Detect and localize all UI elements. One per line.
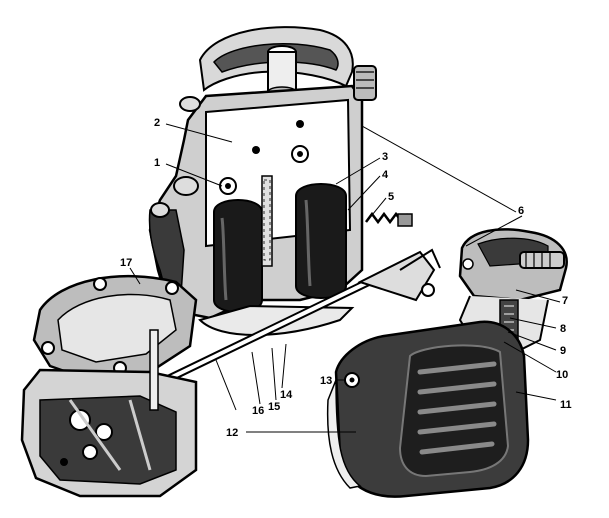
- callout-17: 17: [120, 257, 132, 269]
- callout-16: 16: [252, 405, 264, 417]
- accelerator-pump-housing: [20, 329, 198, 498]
- callout-13: 13: [320, 375, 332, 387]
- callout-labels: 1 2 3 4 5 6 7 8 9 10 11 12 13 14 15 16 1…: [120, 117, 572, 439]
- callout-1: 1: [154, 157, 160, 169]
- callout-7: 7: [562, 295, 568, 307]
- callout-2: 2: [154, 117, 160, 129]
- callout-5: 5: [388, 191, 394, 203]
- callout-12: 12: [226, 427, 238, 439]
- idle-adjust-spring: [365, 211, 413, 227]
- callout-9: 9: [560, 345, 566, 357]
- carburetor-body-cutaway: [148, 65, 377, 336]
- float-chamber-cover: [32, 274, 198, 382]
- float-bowl: [326, 320, 530, 498]
- leader-lines: [129, 123, 561, 433]
- callout-8: 8: [560, 323, 566, 335]
- throttle-shaft: [166, 248, 441, 382]
- callout-11: 11: [560, 399, 572, 411]
- callout-10: 10: [556, 369, 568, 381]
- callout-6: 6: [518, 205, 524, 217]
- callout-4: 4: [382, 169, 389, 181]
- callout-3: 3: [382, 151, 388, 163]
- callout-14: 14: [280, 389, 293, 401]
- callout-15: 15: [268, 401, 280, 413]
